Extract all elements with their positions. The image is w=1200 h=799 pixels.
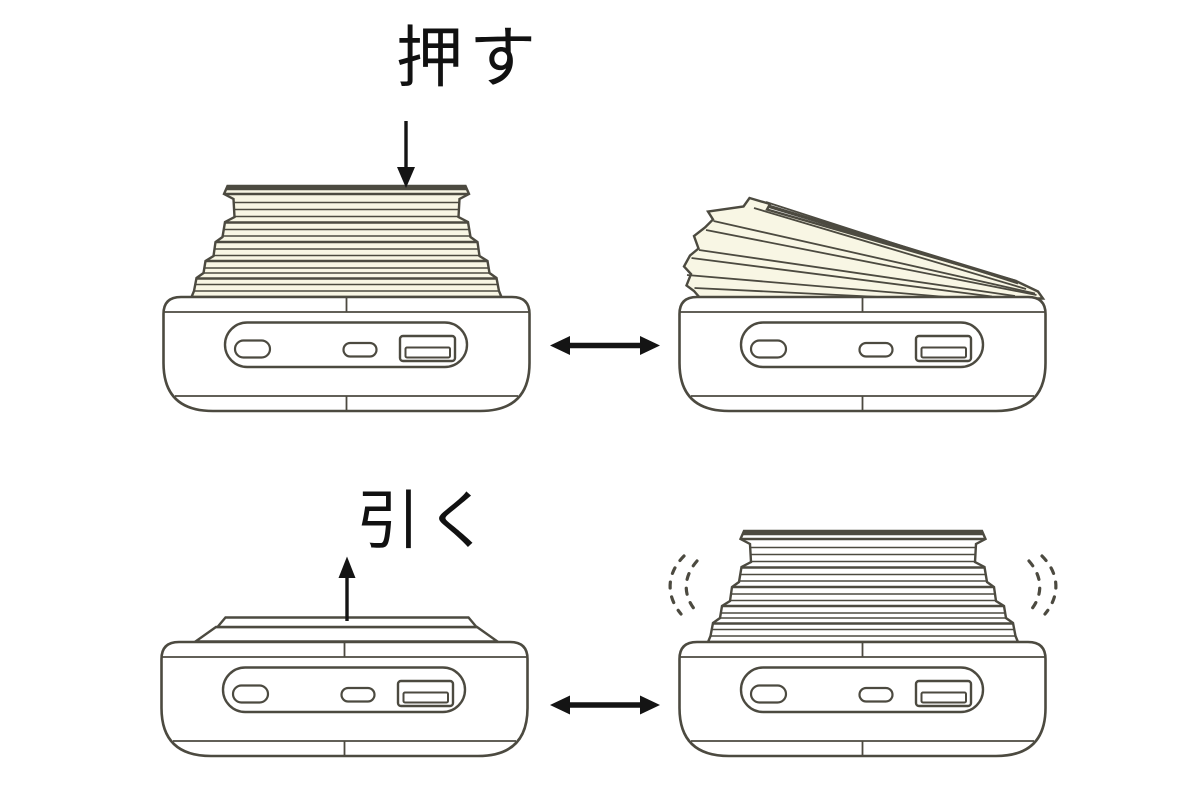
device-bottom-left-lantern-collapsed bbox=[160, 616, 529, 758]
pull-label: 引く bbox=[356, 485, 496, 559]
push-down-arrow-icon bbox=[397, 121, 415, 188]
collapsed-lid bbox=[191, 616, 502, 643]
device-bottom-right-lantern-popped bbox=[668, 531, 1058, 758]
folded-accordion-fan bbox=[682, 196, 1046, 300]
swap-arrow-top-icon bbox=[550, 336, 660, 355]
device-top-right-lantern-folding bbox=[678, 196, 1047, 413]
pull-up-arrow-icon bbox=[338, 556, 356, 621]
shake-motion-dashes-icon bbox=[668, 554, 1058, 616]
push-label: 押す bbox=[396, 19, 542, 97]
device-top-left-lantern-extended bbox=[162, 186, 531, 413]
swap-arrow-bottom-icon bbox=[550, 696, 660, 715]
